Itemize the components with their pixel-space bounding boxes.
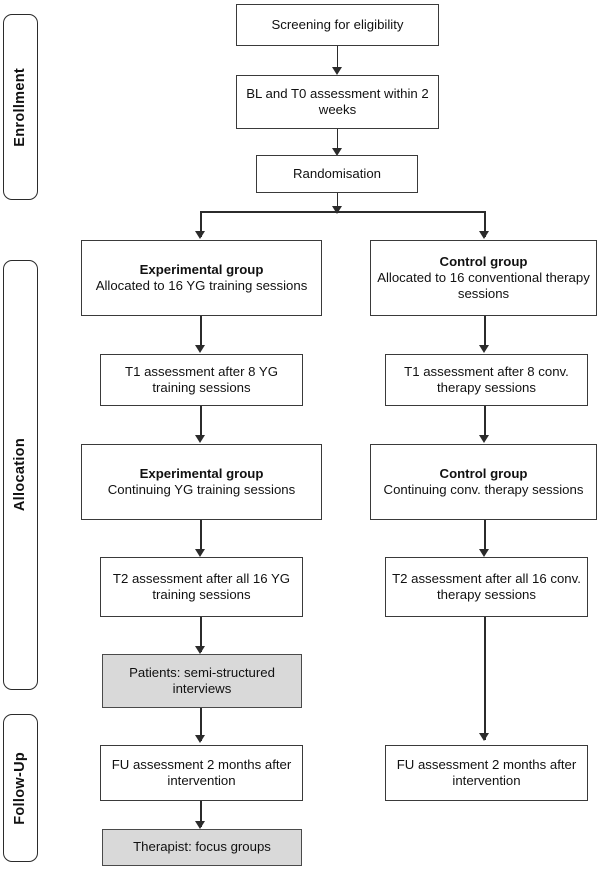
node-control-t1-text: T1 assessment after 8 conv. therapy sess… (404, 363, 569, 395)
node-screening: Screening for eligibility (236, 4, 439, 46)
arrowhead-patients-interviews (195, 646, 205, 654)
node-experimental-continuing-title: Experimental group (139, 465, 264, 481)
arrowhead-exp-fu (195, 735, 205, 743)
node-experimental-t1-text: T1 assessment after 8 YG training sessio… (125, 363, 278, 395)
phase-label-followup-text: Follow-Up (12, 751, 29, 825)
connector-baseline-randomisation (336, 129, 339, 153)
connector-exp-cont-t2 (200, 520, 202, 554)
phase-label-enrollment-text: Enrollment (12, 67, 29, 147)
phase-label-enrollment: Enrollment (3, 14, 38, 200)
node-therapist-focus-groups-text: Therapist: focus groups (133, 839, 271, 855)
arrowhead-ctrl-cont (479, 435, 489, 443)
arrowhead-split-center (331, 206, 342, 214)
arrowhead-randomisation (331, 148, 342, 156)
node-patients-interviews: Patients: semi-structured interviews (102, 654, 302, 708)
arrowhead-experimental-alloc (195, 231, 205, 239)
node-baseline-assessment: BL and T0 assessment within 2 weeks (236, 75, 439, 129)
arrowhead-therapist-focusgroups (195, 821, 205, 829)
node-experimental-t2-text: T2 assessment after all 16 YG training s… (112, 570, 291, 602)
node-control-allocation-sub: Allocated to 16 conventional therapy ses… (377, 269, 590, 302)
connector-split-left (200, 211, 202, 237)
arrowhead-baseline (331, 67, 342, 75)
node-therapist-focus-groups: Therapist: focus groups (102, 829, 302, 866)
node-experimental-t1: T1 assessment after 8 YG training sessio… (100, 354, 303, 406)
connector-ctrl-alloc-t1 (484, 316, 486, 350)
phase-label-allocation-text: Allocation (12, 438, 29, 512)
node-control-t2: T2 assessment after all 16 conv. therapy… (385, 557, 588, 617)
arrowhead-control-alloc (479, 231, 489, 239)
connector-ctrl-t1-cont (484, 406, 486, 440)
phase-label-followup: Follow-Up (3, 714, 38, 862)
node-control-followup: FU assessment 2 months after interventio… (385, 745, 588, 801)
arrowhead-exp-t2 (195, 549, 205, 557)
connector-split-right (484, 211, 486, 237)
phase-label-allocation: Allocation (3, 260, 38, 690)
arrowhead-ctrl-t2 (479, 549, 489, 557)
node-experimental-followup-text: FU assessment 2 months after interventio… (111, 756, 292, 788)
node-control-continuing-title: Control group (439, 465, 528, 481)
node-control-allocation-title: Control group (439, 253, 528, 269)
node-experimental-t2: T2 assessment after all 16 YG training s… (100, 557, 303, 617)
connector-screening-baseline (336, 46, 339, 69)
connector-split-bus (200, 211, 485, 213)
connector-randomisation-split (336, 193, 339, 212)
connector-exp-t2-interviews (200, 617, 202, 652)
connector-exp-alloc-t1 (200, 316, 202, 350)
node-experimental-continuing: Experimental group Continuing YG trainin… (81, 444, 322, 520)
node-experimental-allocation-sub: Allocated to 16 YG training sessions (95, 278, 308, 293)
connector-exp-t1-cont (200, 406, 202, 440)
node-screening-text: Screening for eligibility (271, 16, 404, 32)
node-control-continuing-sub: Continuing conv. therapy sessions (383, 482, 584, 497)
node-experimental-followup: FU assessment 2 months after interventio… (100, 745, 303, 801)
node-randomisation-text: Randomisation (293, 165, 381, 181)
node-experimental-continuing-sub: Continuing YG training sessions (107, 482, 296, 497)
node-patients-interviews-text: Patients: semi-structured interviews (129, 664, 275, 696)
node-control-allocation: Control group Allocated to 16 convention… (370, 240, 597, 316)
connector-interviews-fu (200, 708, 202, 741)
connector-ctrl-cont-t2 (484, 520, 486, 554)
node-baseline-assessment-text: BL and T0 assessment within 2 weeks (246, 85, 429, 117)
node-experimental-allocation: Experimental group Allocated to 16 YG tr… (81, 240, 322, 316)
node-randomisation: Randomisation (256, 155, 418, 193)
arrowhead-exp-cont (195, 435, 205, 443)
node-control-continuing: Control group Continuing conv. therapy s… (370, 444, 597, 520)
arrowhead-ctrl-fu (479, 733, 489, 741)
connector-ctrl-t2-fu (484, 617, 486, 740)
node-control-followup-text: FU assessment 2 months after interventio… (396, 756, 577, 788)
node-experimental-allocation-title: Experimental group (139, 261, 264, 277)
arrowhead-ctrl-t1 (479, 345, 489, 353)
arrowhead-exp-t1 (195, 345, 205, 353)
node-control-t1: T1 assessment after 8 conv. therapy sess… (385, 354, 588, 406)
connector-fu-focusgroups (200, 801, 202, 827)
node-control-t2-text: T2 assessment after all 16 conv. therapy… (392, 570, 581, 602)
